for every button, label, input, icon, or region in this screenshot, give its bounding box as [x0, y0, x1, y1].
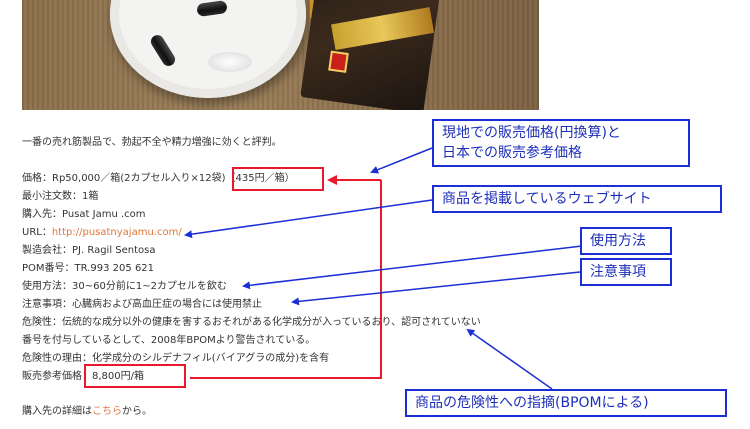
- callout-caution: 注意事項: [580, 258, 672, 286]
- price-value: Rp50,000／箱(2カプセル入り×12袋): [52, 173, 226, 184]
- usage-line: 使用方法：30~60分前に1~2カプセルを飲む: [22, 280, 227, 294]
- ref-price-value: ：8,800円/箱: [82, 371, 144, 382]
- blue-arrow-caution: [291, 271, 581, 306]
- white-powder: [208, 52, 252, 72]
- intro-text: 一番の売れ筋製品で、勃起不全や精力増強に効くと評判。: [22, 137, 282, 148]
- moq-value: 1箱: [82, 191, 99, 202]
- danger-line: 危険性：伝統的な成分以外の健康を害するおそれがある化学成分が入っているおり、認可…: [22, 316, 481, 330]
- more-prefix: 購入先の詳細は: [22, 406, 92, 417]
- seller-value: Pusat Jamu .com: [62, 209, 146, 220]
- blue-arrow-bpom: [466, 328, 553, 390]
- moq-label: 最小注文数：: [22, 191, 82, 202]
- callout-price-line1: 現地での販売価格(円換算)と: [442, 125, 621, 141]
- callout-usage: 使用方法: [580, 227, 672, 255]
- more-line: 購入先の詳細はこちらから。: [22, 405, 152, 419]
- callout-price-line2: 日本での販売参考価格: [442, 145, 582, 161]
- ref-price-highlight-box: [84, 364, 186, 388]
- maker-label: 製造会社：: [22, 245, 72, 256]
- seller-line: 購入先：Pusat Jamu .com: [22, 208, 146, 222]
- ref-price-line: 販売参考価格：8,800円/箱: [22, 370, 144, 384]
- url-label: URL：: [22, 227, 52, 238]
- more-link[interactable]: こちら: [92, 406, 122, 417]
- caution-line: 注意事項：心臓病および高血圧症の場合には使用禁止: [22, 298, 262, 312]
- reason-label: 危険性の理由：: [22, 353, 92, 364]
- reason-line: 危険性の理由：化学成分のシルデナフィル(バイアグラの成分)を含有: [22, 352, 329, 366]
- more-suffix: から。: [122, 406, 152, 417]
- red-connector-arrow: [190, 180, 382, 379]
- usage-value: 30~60分前に1~2カプセルを飲む: [72, 281, 227, 292]
- price-yen: （435円／箱）: [225, 173, 295, 184]
- danger-line-2: 番号を付与しているとして、2008年BPOMより警告されている。: [22, 335, 316, 346]
- product-photo: [22, 0, 539, 110]
- pom-value: TR.993 205 621: [74, 263, 155, 274]
- callout-website: 商品を掲載しているウェブサイト: [432, 185, 722, 213]
- price-highlight-box: [232, 167, 324, 191]
- blue-arrow-usage: [242, 245, 583, 290]
- callout-bpom: 商品の危険性への指摘(BPOMによる): [405, 389, 727, 417]
- caution-value: 心臓病および高血圧症の場合には使用禁止: [72, 299, 262, 310]
- danger-value: 伝統的な成分以外の健康を害するおそれがある化学成分が入っているおり、認可されてい…: [62, 317, 481, 328]
- maker-value: PJ. Ragil Sentosa: [72, 245, 156, 256]
- callout-price: 現地での販売価格(円換算)と 日本での販売参考価格: [432, 119, 690, 167]
- danger-label: 危険性：: [22, 317, 62, 328]
- caution-label: 注意事項：: [22, 299, 72, 310]
- url-link[interactable]: http://pusatnyajamu.com/: [51, 227, 182, 238]
- price-label: 価格：: [22, 173, 52, 184]
- blue-arrow-website: [184, 199, 433, 239]
- reason-value: 化学成分のシルデナフィル(バイアグラの成分)を含有: [92, 353, 330, 364]
- pom-line: POM番号：TR.993 205 621: [22, 262, 154, 276]
- seller-label: 購入先：: [22, 209, 62, 220]
- ref-price-label: 販売参考価格: [22, 371, 82, 382]
- maker-line: 製造会社：PJ. Ragil Sentosa: [22, 244, 156, 258]
- moq-line: 最小注文数：1箱: [22, 190, 98, 204]
- url-line: URL：http://pusatnyajamu.com/: [22, 226, 182, 240]
- pom-label: POM番号：: [22, 263, 75, 274]
- usage-label: 使用方法：: [22, 281, 72, 292]
- blue-arrow-price: [370, 147, 433, 174]
- price-line: 価格：Rp50,000／箱(2カプセル入り×12袋)（435円／箱）: [22, 172, 295, 186]
